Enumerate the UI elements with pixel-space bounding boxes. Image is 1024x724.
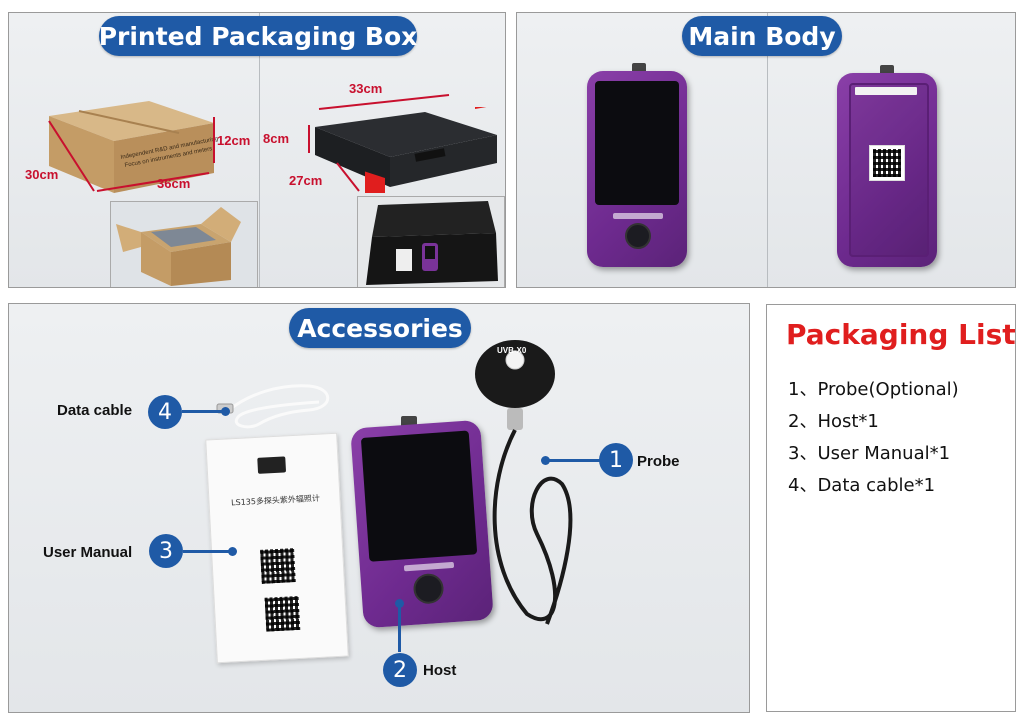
user-manual-leader-dot: [228, 547, 237, 556]
probe-leader-dot: [541, 456, 550, 465]
user-manual-leader: [183, 550, 231, 553]
packaging-list-title: Packaging List: [786, 318, 1016, 351]
open-box-inset-image: [110, 201, 258, 287]
probe-image: [475, 340, 573, 625]
user-manual-image: LS135多探头紫外辐照计: [205, 432, 349, 664]
manual-qr-code-1: [260, 548, 296, 584]
open-case-inset-image: [357, 196, 505, 287]
accessories-panel: 4 Data cable LS135多探头紫外辐照计 3 User Manual…: [8, 303, 750, 713]
black-carrying-case-image: [315, 107, 497, 193]
photo-divider: [767, 13, 768, 287]
case-depth-label: 27cm: [289, 173, 323, 188]
device-body-front: [587, 71, 687, 267]
device-front-view: [585, 13, 695, 283]
host-device-image: [350, 404, 495, 634]
host-leader: [398, 604, 401, 652]
case-dimension-lines: [308, 94, 450, 192]
manual-title: LS135多探头紫外辐照计: [230, 493, 321, 508]
device-back-view: [835, 13, 945, 283]
photo-divider: [259, 13, 260, 287]
host-leader-dot: [395, 599, 404, 608]
carton-height-label: 12cm: [217, 133, 251, 148]
packaging-list-item: 2、Host*1: [788, 411, 879, 432]
data-cable-leader-dot: [221, 407, 230, 416]
callout-number-2: 2: [383, 653, 417, 687]
device-model-label: [613, 213, 663, 219]
host-hold-button-icon: [412, 572, 445, 605]
data-cable-leader: [182, 410, 224, 413]
carton-dimension-lines: [48, 117, 215, 192]
manual-qr-code-2: [264, 595, 301, 632]
probe-connector: [880, 65, 894, 75]
user-manual-label: User Manual: [43, 544, 133, 561]
serial-sticker: [855, 87, 917, 95]
probe-leader: [549, 459, 601, 462]
qr-code-sticker: [869, 145, 905, 181]
probe-connector: [632, 63, 646, 73]
packaging-box-title: Printed Packaging Box: [99, 16, 417, 56]
callout-number-4: 4: [148, 395, 182, 429]
callout-number-1: 1: [599, 443, 633, 477]
hold-button-icon: [625, 223, 651, 249]
packaging-list-panel: [766, 304, 1016, 712]
accessories-title: Accessories: [289, 308, 471, 348]
case-height-label: 8cm: [263, 131, 290, 146]
host-model-label: [403, 561, 455, 572]
carton-depth-label: 30cm: [25, 167, 59, 182]
main-body-title: Main Body: [682, 16, 842, 56]
packaging-list-item: 1、Probe(Optional): [788, 379, 959, 400]
main-body-panel: Main Body: [516, 12, 1016, 288]
device-body-back: [837, 73, 937, 267]
manual-logo: [257, 456, 287, 474]
packaging-list-item: 4、Data cable*1: [788, 475, 936, 496]
carton-width-label: 36cm: [157, 176, 191, 191]
data-cable-label: Data cable: [57, 402, 133, 419]
data-cable-image: [216, 384, 330, 429]
probe-sensor-label: UVB-X0: [497, 346, 527, 355]
packaging-list-item: 3、User Manual*1: [788, 443, 951, 464]
device-screen: [595, 81, 679, 205]
callout-number-3: 3: [149, 534, 183, 568]
host-screen: [360, 430, 478, 562]
host-label: Host: [423, 662, 457, 679]
probe-label: Probe: [637, 453, 680, 470]
packaging-box-panel: Independent R&D and manufacturing Focus …: [8, 12, 506, 288]
case-width-label: 33cm: [349, 81, 383, 96]
